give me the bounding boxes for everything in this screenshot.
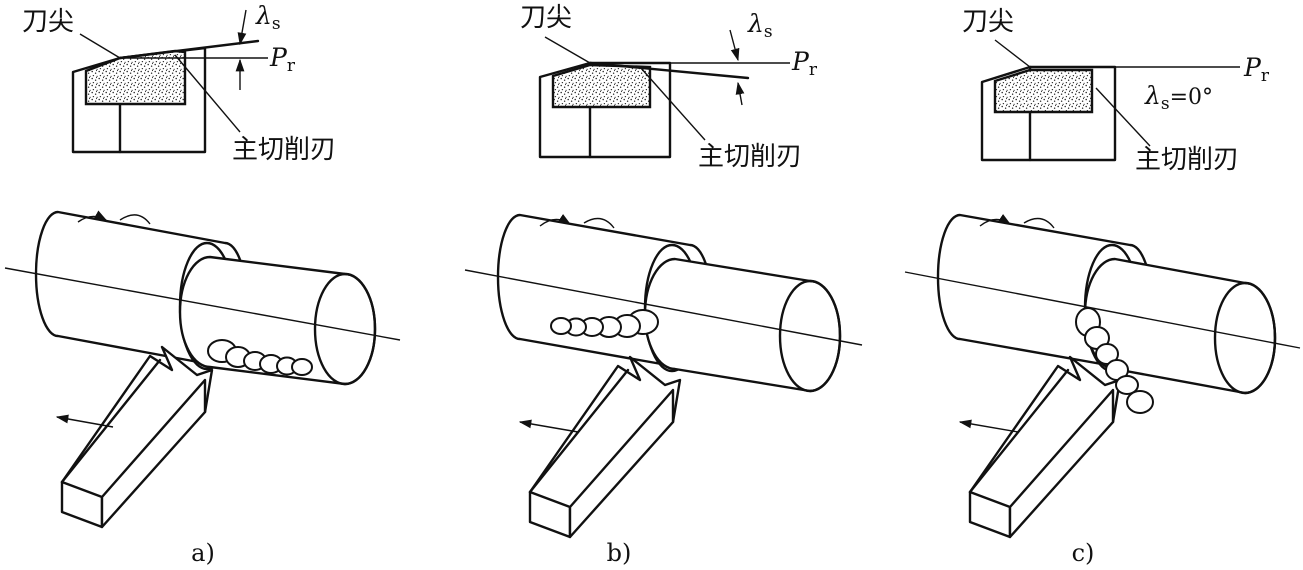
main-cutting-edge-label: 主切削刃 [232,135,336,165]
caption-a: a) [191,539,215,567]
tip-label: 刀尖 [22,7,74,37]
turning-illustration-b [464,213,863,539]
tool-cross-section-b: 刀尖 λs Pr 主切削刃 [520,3,818,172]
chip-flow-b [550,309,659,338]
tool-cross-section-c: 刀尖 Pr λs=0° 主切削刃 [962,7,1270,175]
inclination-angle-label: λs [255,1,281,34]
reference-plane-label: Pr [791,47,818,80]
inclination-angle-zero-label: λs=0° [1144,81,1213,114]
main-cutting-edge-label: 主切削刃 [698,142,802,172]
panel-b: 刀尖 λs Pr 主切削刃 [464,3,863,567]
caption-b: b) [607,539,632,567]
reference-plane-label: Pr [269,43,296,76]
inclination-angle-label: λs [747,9,773,42]
main-cutting-edge-label: 主切削刃 [1135,145,1239,175]
tip-label: 刀尖 [520,3,572,33]
turning-illustration-c [904,213,1301,539]
tool-cross-section-a: 刀尖 λs Pr 主切削刃 [22,1,336,165]
chip-flow-a [207,339,313,376]
chip-flow-c [1075,307,1154,414]
panel-a: 刀尖 λs Pr 主切削刃 [4,1,401,567]
turning-illustration-a [4,210,401,529]
panel-c: 刀尖 Pr λs=0° 主切削刃 [904,7,1301,567]
caption-c: c) [1072,539,1095,567]
reference-plane-label: Pr [1243,53,1270,86]
tip-label: 刀尖 [962,7,1014,37]
